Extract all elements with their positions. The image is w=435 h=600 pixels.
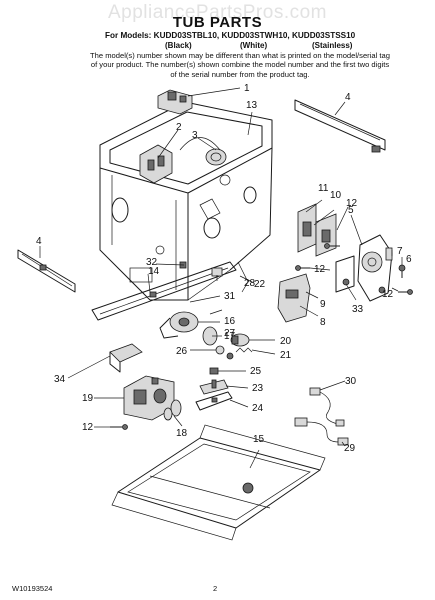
callout-1: 1 (244, 83, 250, 94)
callout-15: 15 (253, 434, 265, 445)
callout-23: 23 (252, 383, 264, 394)
callout-26: 26 (176, 346, 188, 357)
callout-16: 16 (224, 316, 236, 327)
callout-6: 6 (406, 254, 412, 265)
callout-25: 25 (250, 366, 262, 377)
part-33-plate (335, 255, 355, 293)
part-3-filter (179, 137, 227, 166)
part-26-27-fittings (215, 345, 234, 360)
part-10-hinge (315, 213, 337, 257)
tub-part (99, 101, 273, 301)
callout-12-bottom: 12 (82, 422, 94, 433)
part-19-pump-motor (123, 375, 175, 421)
callout-4-left: 4 (36, 236, 42, 247)
callout-28: 28 (244, 278, 256, 289)
part-6-screw (398, 264, 406, 278)
callout-10: 10 (330, 190, 342, 201)
part-25-clip (209, 367, 219, 375)
callout-9: 9 (320, 299, 326, 310)
variant-stainless: (Stainless) (312, 41, 353, 50)
callout-30: 30 (345, 376, 357, 387)
callout-27: 27 (224, 328, 236, 339)
part-29-harness (294, 417, 349, 446)
variant-black: (Black) (165, 41, 192, 50)
callout-12-right: 12 (382, 289, 394, 300)
part-21-spring (235, 347, 253, 353)
callout-33: 33 (352, 304, 364, 315)
callout-2: 2 (176, 122, 182, 133)
callout-18: 18 (176, 428, 188, 439)
part-34-bracket (109, 343, 143, 373)
part-4-rail-right (294, 99, 386, 153)
variant-white: (White) (240, 41, 268, 50)
callout-7: 7 (397, 246, 403, 257)
callout-3: 3 (192, 130, 198, 141)
part-30-harness (309, 387, 345, 427)
callout-14: 14 (148, 266, 160, 277)
callout-24: 24 (252, 403, 264, 414)
page-number: 2 (213, 584, 218, 593)
callout-11: 11 (318, 183, 329, 194)
part-5-pulley (357, 234, 393, 302)
part-1-bracket (157, 89, 193, 115)
part-18-seals (163, 399, 182, 421)
callout-31: 31 (224, 291, 236, 302)
part-11-hinge (297, 203, 317, 253)
callout-labels: 1 2 3 4 4 5 6 7 8 9 10 11 12 12 12 12 13… (36, 83, 412, 454)
watermark: AppliancePartsPros.com (107, 2, 328, 23)
callout-29: 29 (344, 443, 356, 454)
model-note: The model(s) number shown may be differe… (90, 51, 390, 79)
part-14-rail (91, 261, 237, 321)
callout-13: 13 (246, 100, 258, 111)
callout-12-top: 12 (346, 198, 358, 209)
part-7-clip (385, 247, 393, 261)
callout-34: 34 (54, 374, 66, 385)
callout-4-right: 4 (345, 92, 351, 103)
callout-21: 21 (280, 350, 292, 361)
page-title: TUB PARTS (172, 14, 263, 31)
callout-17: 17 (224, 331, 236, 342)
callout-20: 20 (280, 336, 292, 347)
part-16-pump (159, 311, 199, 339)
callout-12-mid: 12 (314, 264, 326, 275)
callout-5: 5 (348, 205, 354, 216)
document-number: W10193524 (12, 584, 53, 593)
part-4-rail-left (17, 249, 76, 293)
part-23-mount (199, 379, 229, 395)
part-15-base-pan (111, 424, 326, 541)
callout-19: 19 (82, 393, 94, 404)
model-list: For Models: KUDD03STBL10, KUDD03STWH10, … (105, 31, 356, 40)
part-8-bracket (277, 273, 311, 323)
callout-8: 8 (320, 317, 326, 328)
leader-lines (39, 87, 403, 469)
callout-22: 22 (254, 279, 266, 290)
part-12-screws (110, 243, 413, 430)
part-24-bar (195, 391, 233, 411)
part-2-assembly (139, 144, 173, 184)
callout-32: 32 (146, 257, 158, 268)
